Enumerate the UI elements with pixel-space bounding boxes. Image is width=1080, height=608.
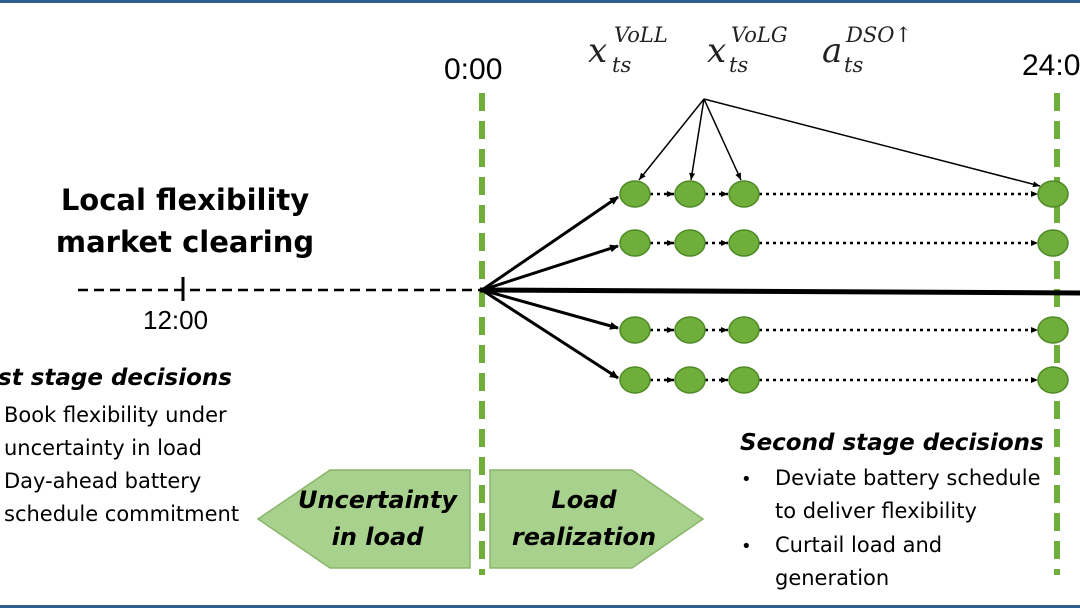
uncertainty-arrow-line2: in load	[331, 523, 424, 551]
diagram-graphics	[78, 93, 1080, 575]
first-stage-title: st stage decisions	[0, 365, 232, 391]
node-3-4	[1037, 316, 1069, 344]
midnight-label: 0:00	[444, 53, 503, 86]
market-clearing-heading: Local flexibility market clearing	[40, 179, 330, 263]
second-stage-item-3: Curtail load and	[775, 533, 943, 557]
scenario-arrow-3	[481, 288, 619, 330]
scenario-arrow-1	[481, 195, 619, 292]
first-stage-item-3: Day-ahead battery	[4, 469, 202, 493]
node-2-1	[619, 229, 651, 257]
second-stage-item-4: generation	[775, 566, 890, 590]
pointer-arrow-1	[638, 98, 705, 181]
uncertainty-arrow-line1: Uncertainty	[297, 486, 457, 514]
realization-arrow-line1: Load	[551, 486, 617, 514]
node-4-4	[1037, 366, 1069, 394]
realization-arrow-label: Load realization	[494, 482, 674, 556]
volg-variable: x VoLG ts	[707, 23, 788, 77]
market-clearing-line2: market clearing	[55, 225, 315, 259]
second-stage-bullet-2: •	[741, 536, 752, 557]
pointer-arrow-2	[689, 98, 705, 181]
node-3-3	[728, 316, 760, 344]
node-2-4	[1037, 229, 1069, 257]
first-stage-item-4: schedule commitment	[4, 502, 240, 526]
node-1-2	[674, 180, 706, 208]
dso-variable: a DSO↑ ts	[822, 23, 913, 77]
end-time-label: 24:0	[1022, 49, 1080, 82]
node-2-3	[728, 229, 760, 257]
node-3-2	[674, 316, 706, 344]
node-4-3	[728, 366, 760, 394]
node-1-4	[1037, 180, 1069, 208]
second-stage-item-1: Deviate battery schedule	[775, 466, 1041, 490]
noon-label: 12:00	[143, 305, 209, 335]
realization-block-arrow	[489, 469, 705, 569]
scenario-arrow-2	[481, 244, 619, 292]
first-stage-item-1: Book flexibility under	[4, 403, 227, 427]
node-2-2	[674, 229, 706, 257]
second-stage-title: Second stage decisions	[740, 430, 1044, 456]
timeline-solid	[479, 287, 1080, 296]
node-4-1	[619, 366, 651, 394]
node-4-2	[674, 366, 706, 394]
pointer-arrow-4	[703, 98, 1041, 188]
second-stage-bullet-1: •	[741, 469, 752, 490]
second-stage-item-2: to deliver flexibility	[775, 499, 977, 523]
voll-variable: x VoLL ts	[588, 23, 668, 77]
node-3-1	[619, 316, 651, 344]
node-1-1	[619, 180, 651, 208]
realization-arrow-line2: realization	[511, 523, 657, 551]
market-clearing-line1: Local flexibility	[60, 183, 310, 217]
uncertainty-block-arrow	[256, 469, 471, 569]
pointer-arrow-3	[703, 98, 742, 181]
first-stage-item-2: uncertainty in load	[4, 436, 203, 460]
node-1-3	[728, 180, 760, 208]
uncertainty-arrow-label: Uncertainty in load	[290, 482, 465, 556]
scenario-arrow-4	[481, 288, 619, 380]
